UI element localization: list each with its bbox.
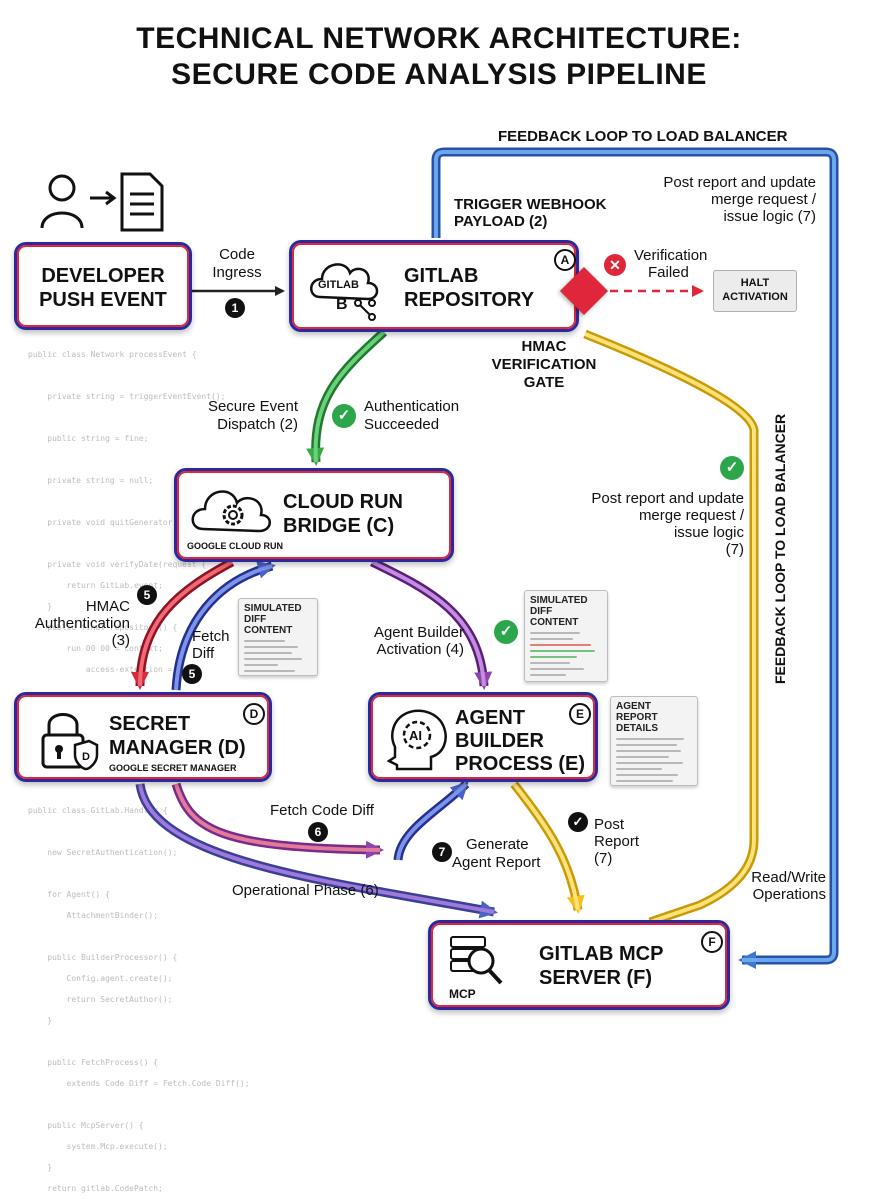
lock-shield-icon: D bbox=[41, 713, 99, 771]
verification-failed-label-2: Failed bbox=[648, 264, 689, 281]
generate-report-label-1: Generate bbox=[466, 836, 529, 853]
svg-text:AI: AI bbox=[409, 728, 422, 743]
hmac-gate-label-1: HMAC bbox=[521, 338, 567, 355]
secret-manager-node: D SECRET MANAGER (D) GOOGLE SECRET MANAG… bbox=[14, 692, 272, 782]
verification-failed-label-1: Verification bbox=[634, 247, 708, 264]
auth-succeeded-label-1: Authentication bbox=[364, 398, 460, 415]
gitlab-logo-b: B bbox=[336, 296, 348, 313]
post-report-check-icon: ✓ bbox=[720, 456, 744, 480]
diagram-title-line-2: SECURE CODE ANALYSIS PIPELINE bbox=[171, 58, 707, 91]
agent-builder-title-line-3: PROCESS (E) bbox=[455, 753, 586, 775]
step-badge-6: 6 bbox=[308, 822, 328, 842]
agent-activation-label-2: Activation (4) bbox=[376, 641, 464, 658]
agent-report-title-2: DETAILS bbox=[616, 723, 659, 734]
cloud-gear-icon bbox=[191, 490, 271, 533]
developer-title-line-1: DEVELOPER bbox=[41, 265, 165, 287]
step-badge-5b: 5 bbox=[182, 664, 202, 684]
fetch-code-diff-label: Fetch Code Diff bbox=[270, 802, 374, 819]
diagram-title-line-1: TECHNICAL NETWORK ARCHITECTURE: bbox=[136, 22, 742, 55]
post-mid-label-2: merge request / bbox=[638, 507, 744, 524]
cloud-run-subtitle: GOOGLE CLOUD RUN bbox=[187, 541, 283, 551]
developer-push-icon bbox=[40, 172, 164, 232]
secret-manager-title-line-1: SECRET bbox=[109, 713, 191, 735]
step-badge-7: 7 bbox=[432, 842, 452, 862]
gitlab-letter-badge: A bbox=[554, 249, 576, 271]
secret-manager-letter-badge: D bbox=[243, 703, 265, 725]
cloud-run-title-line-2: BRIDGE (C) bbox=[283, 515, 395, 537]
trigger-webhook-label-2: PAYLOAD (2) bbox=[454, 213, 548, 230]
secret-manager-title-line-2: MANAGER (D) bbox=[109, 737, 246, 759]
gitlab-cloud-icon bbox=[310, 263, 379, 321]
hmac-auth-label-3: (3) bbox=[111, 632, 130, 649]
diff-right-title-2: DIFF CONTENT bbox=[530, 606, 579, 628]
agent-builder-process-node: AI AGENT BUILDER PROCESS (E) E bbox=[368, 692, 598, 782]
auth-succeeded-check-icon: ✓ bbox=[332, 404, 356, 428]
developer-push-event-node: DEVELOPER PUSH EVENT bbox=[14, 242, 192, 330]
halt-activation-box: HALT ACTIVATION bbox=[713, 270, 797, 312]
step-badge-5a: 5 bbox=[137, 585, 157, 605]
agent-builder-letter-badge: E bbox=[569, 703, 591, 725]
agent-activation-label-1: Agent Builder bbox=[373, 624, 464, 641]
activation-check-icon: ✓ bbox=[494, 620, 518, 644]
gitlab-mcp-server-node: MCP GITLAB MCP SERVER (F) F bbox=[428, 920, 730, 1010]
code-ingress-label-1: Code bbox=[219, 246, 255, 263]
mcp-icon-text: MCP bbox=[449, 987, 476, 1001]
code-ingress-label-2: Ingress bbox=[212, 264, 262, 281]
post-report-label-1: Post bbox=[594, 816, 625, 833]
server-search-icon bbox=[450, 936, 503, 985]
svg-text:D: D bbox=[82, 751, 90, 763]
fetch-diff-label-1: Fetch bbox=[192, 628, 230, 645]
connector-layer bbox=[131, 147, 839, 969]
cloud-run-title-line-1: CLOUD RUN bbox=[283, 491, 403, 513]
agent-report-title-1: AGENT REPORT bbox=[616, 701, 658, 723]
gitlab-title-line-2: REPOSITORY bbox=[404, 289, 535, 311]
post-mid-label-3: issue logic bbox=[673, 524, 744, 541]
halt-label-1: HALT bbox=[740, 277, 770, 289]
developer-title-line-2: PUSH EVENT bbox=[39, 289, 167, 311]
post-report-dark-check-icon: ✓ bbox=[568, 812, 588, 832]
operational-phase-label: Operational Phase (6) bbox=[232, 882, 379, 899]
mcp-title-line-2: SERVER (F) bbox=[539, 967, 652, 989]
agent-builder-title-line-2: BUILDER bbox=[455, 730, 544, 752]
feedback-loop-side-label: FEEDBACK LOOP TO LOAD BALANCER bbox=[772, 413, 788, 684]
secure-dispatch-label-2: Dispatch (2) bbox=[217, 416, 298, 433]
trigger-webhook-label-1: TRIGGER WEBHOOK bbox=[454, 196, 607, 213]
diff-small-title-1: SIMULATED bbox=[244, 603, 302, 614]
read-write-label-1: Read/Write bbox=[751, 869, 826, 886]
mcp-title-line-1: GITLAB MCP bbox=[539, 943, 664, 965]
simulated-diff-doc-small: SIMULATED DIFF CONTENT bbox=[238, 598, 318, 676]
post-mid-label-4: (7) bbox=[725, 541, 744, 558]
post-report-label-2: Report bbox=[594, 833, 640, 850]
feedback-loop-top-label: FEEDBACK LOOP TO LOAD BALANCER bbox=[498, 128, 788, 145]
gitlab-logo-text: GITLAB bbox=[318, 279, 359, 291]
post-top-label-3: issue logic (7) bbox=[723, 208, 816, 225]
simulated-diff-doc-right: SIMULATED DIFF CONTENT bbox=[524, 590, 608, 682]
cloud-run-bridge-node: GOOGLE CLOUD RUN CLOUD RUN BRIDGE (C) bbox=[174, 468, 454, 562]
auth-succeeded-label-2: Succeeded bbox=[364, 416, 440, 433]
hmac-gate-label-3: GATE bbox=[523, 374, 565, 391]
ai-head-icon: AI bbox=[386, 709, 447, 771]
hmac-gate-label-2: VERIFICATION bbox=[491, 356, 597, 373]
verification-failed-x-icon: ✕ bbox=[604, 254, 626, 276]
agent-report-details-doc: AGENT REPORT DETAILS bbox=[610, 696, 698, 786]
halt-label-2: ACTIVATION bbox=[722, 291, 788, 303]
hmac-auth-label-1: HMAC bbox=[85, 598, 130, 615]
post-top-label-1: Post report and update bbox=[663, 174, 816, 191]
hmac-auth-label-2: Authentication bbox=[34, 615, 130, 632]
agent-builder-title-line-1: AGENT bbox=[455, 707, 525, 729]
secret-manager-subtitle: GOOGLE SECRET MANAGER bbox=[109, 763, 237, 773]
post-report-label-3: (7) bbox=[594, 850, 613, 867]
gitlab-title-line-1: GITLAB bbox=[404, 265, 479, 287]
post-mid-label-1: Post report and update bbox=[591, 490, 744, 507]
mcp-letter-badge: F bbox=[701, 931, 723, 953]
diff-right-title-1: SIMULATED bbox=[530, 595, 588, 606]
step-badge-1: 1 bbox=[225, 298, 245, 318]
secure-dispatch-label-1: Secure Event bbox=[207, 398, 298, 415]
read-write-label-2: Operations bbox=[752, 886, 826, 903]
gitlab-repository-node: GITLAB B GITLAB REPOSITORY A bbox=[289, 240, 579, 332]
post-top-label-2: merge request / bbox=[710, 191, 816, 208]
fetch-diff-label-2: Diff bbox=[192, 645, 215, 662]
generate-report-label-2: Agent Report bbox=[452, 854, 541, 871]
diff-small-title-2: DIFF CONTENT bbox=[244, 614, 293, 636]
